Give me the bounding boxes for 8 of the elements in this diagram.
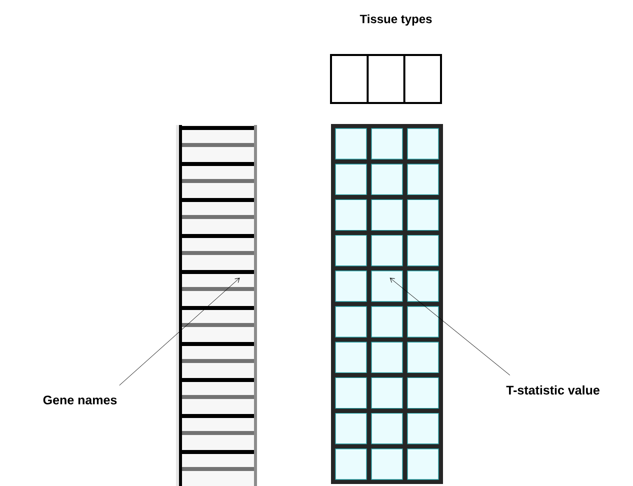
leader-arrow: [390, 278, 510, 376]
gene-list-drawing: [176, 125, 258, 486]
tissue-type-box: [330, 54, 442, 104]
value-grid-drawing: [331, 124, 443, 484]
leader-arrow: [119, 278, 240, 386]
callout-label: T-statistic value: [506, 385, 600, 395]
heading: Tissue types: [360, 14, 432, 26]
callout-label: Gene names: [43, 396, 117, 404]
